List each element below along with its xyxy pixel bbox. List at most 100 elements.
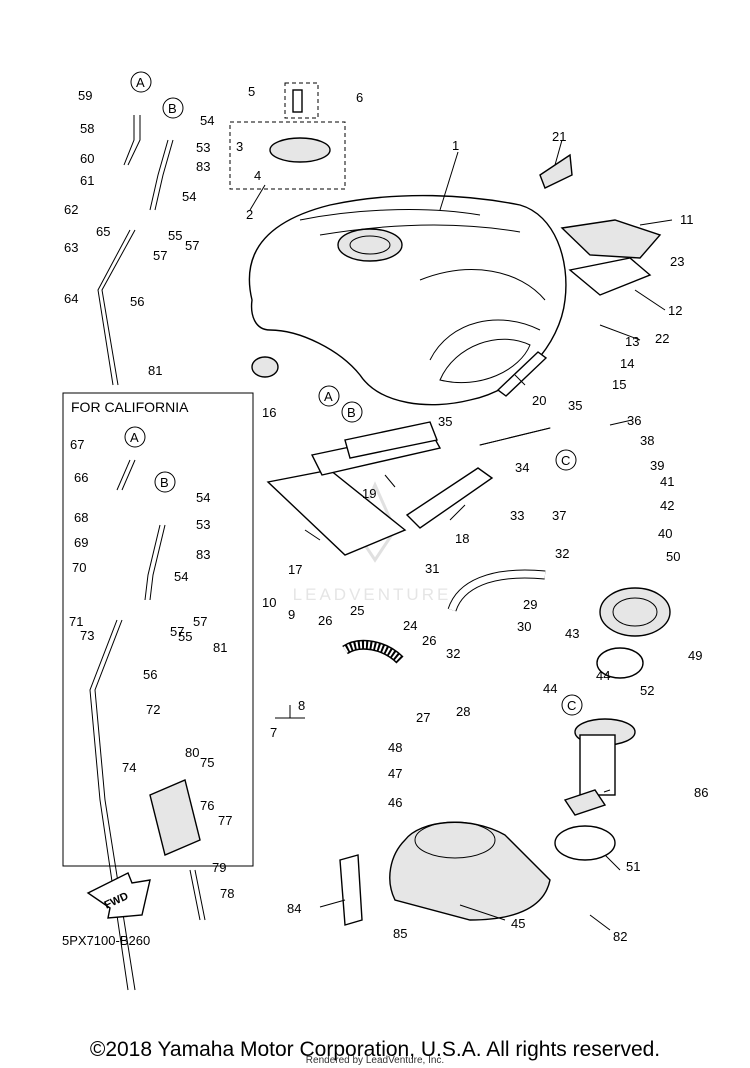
part-label: 42 xyxy=(660,498,674,513)
part-label: 29 xyxy=(523,597,537,612)
part-label: 80 xyxy=(185,745,199,760)
part-label: 32 xyxy=(555,546,569,561)
california-box-title: FOR CALIFORNIA xyxy=(71,399,189,415)
part-label: 26 xyxy=(318,613,332,628)
part-label: 66 xyxy=(74,470,88,485)
part-label: 37 xyxy=(552,508,566,523)
part-label: 84 xyxy=(287,901,301,916)
part-label: 22 xyxy=(655,331,669,346)
hose-66 xyxy=(116,459,136,491)
part-label: 24 xyxy=(403,618,417,633)
hose-64 xyxy=(97,229,136,386)
part-label: 47 xyxy=(388,766,402,781)
part-label: 44 xyxy=(543,681,557,696)
part-label: 67 xyxy=(70,437,84,452)
fuel-cap xyxy=(269,89,331,163)
part-label: 38 xyxy=(640,433,654,448)
o-ring-52 xyxy=(596,647,644,679)
part-label: 40 xyxy=(658,526,672,541)
part-labels: 1 2 3 4 5 6 7 8 9 10 11 12 13 14 15 16 1… xyxy=(64,84,708,944)
callout-c: C xyxy=(567,698,576,713)
part-label: 32 xyxy=(446,646,460,661)
part-label: 64 xyxy=(64,291,78,306)
part-label: 35 xyxy=(438,414,452,429)
part-label: 78 xyxy=(220,886,234,901)
callout-b: B xyxy=(160,475,169,490)
part-label: 44 xyxy=(596,668,610,683)
part-label: 83 xyxy=(196,547,210,562)
part-label: 73 xyxy=(80,628,94,643)
part-label: 34 xyxy=(515,460,529,475)
part-label: 2 xyxy=(246,207,253,222)
pad-18 xyxy=(405,467,494,529)
pump-plate xyxy=(599,587,671,637)
part-label: 63 xyxy=(64,240,78,255)
part-label: 62 xyxy=(64,202,78,217)
bracket-84 xyxy=(339,854,363,926)
part-label: 7 xyxy=(270,725,277,740)
callout-a: A xyxy=(136,75,145,90)
part-label: 76 xyxy=(200,798,214,813)
part-label: 39 xyxy=(650,458,664,473)
part-label: 79 xyxy=(212,860,226,875)
part-label: 60 xyxy=(80,151,94,166)
part-label: 48 xyxy=(388,740,402,755)
part-label: 61 xyxy=(80,173,94,188)
cap-assembly-box xyxy=(229,121,346,190)
part-label: 18 xyxy=(455,531,469,546)
part-label: 83 xyxy=(196,159,210,174)
callout-c: C xyxy=(561,453,570,468)
hose-53 xyxy=(149,139,174,211)
watermark-text: LEADVENTURE xyxy=(293,585,452,604)
o-ring-51 xyxy=(554,825,616,861)
part-label: 69 xyxy=(74,535,88,550)
part-label: 74 xyxy=(122,760,136,775)
part-label: 16 xyxy=(262,405,276,420)
strip-20 xyxy=(496,351,548,397)
part-label: 51 xyxy=(626,859,640,874)
part-label: 6 xyxy=(356,90,363,105)
fwd-arrow: FWD xyxy=(86,872,151,919)
part-label: 65 xyxy=(96,224,110,239)
part-label: 56 xyxy=(143,667,157,682)
part-label: 54 xyxy=(174,569,188,584)
part-label: 27 xyxy=(416,710,430,725)
part-label: 53 xyxy=(196,140,210,155)
tank-cover xyxy=(560,219,662,259)
copyright-notice: ©2018 Yamaha Motor Corporation, U.S.A. A… xyxy=(89,1038,661,1061)
callout-b: B xyxy=(168,101,177,116)
part-label: 12 xyxy=(668,303,682,318)
fuel-tank xyxy=(248,194,567,406)
part-code: 5PX7100-B260 xyxy=(62,933,150,948)
hose-78 xyxy=(189,869,206,921)
part-label: 30 xyxy=(517,619,531,634)
part-label: 72 xyxy=(146,702,160,717)
callouts: A B A B A B C C xyxy=(124,71,583,716)
part-label: 14 xyxy=(620,356,634,371)
part-label: 85 xyxy=(393,926,407,941)
part-label: 43 xyxy=(565,626,579,641)
part-label: 55 xyxy=(178,629,192,644)
grommet-16 xyxy=(251,356,279,378)
part-label: 5 xyxy=(248,84,255,99)
part-label: 81 xyxy=(213,640,227,655)
part-label: 19 xyxy=(362,486,376,501)
part-label: 54 xyxy=(200,113,214,128)
part-label: 57 xyxy=(153,248,167,263)
key-box xyxy=(284,82,319,119)
part-label: 54 xyxy=(196,490,210,505)
hose-58 xyxy=(123,115,141,166)
part-label: 52 xyxy=(640,683,654,698)
part-label: 28 xyxy=(456,704,470,719)
tank-bracket xyxy=(568,257,652,296)
part-label: 75 xyxy=(200,755,214,770)
part-label: 57 xyxy=(170,624,184,639)
part-label: 36 xyxy=(627,413,641,428)
part-label: 58 xyxy=(80,121,94,136)
part-label: 9 xyxy=(288,607,295,622)
part-label: 4 xyxy=(254,168,261,183)
part-label: 49 xyxy=(688,648,702,663)
part-label: 53 xyxy=(196,517,210,532)
part-label: 1 xyxy=(452,138,459,153)
